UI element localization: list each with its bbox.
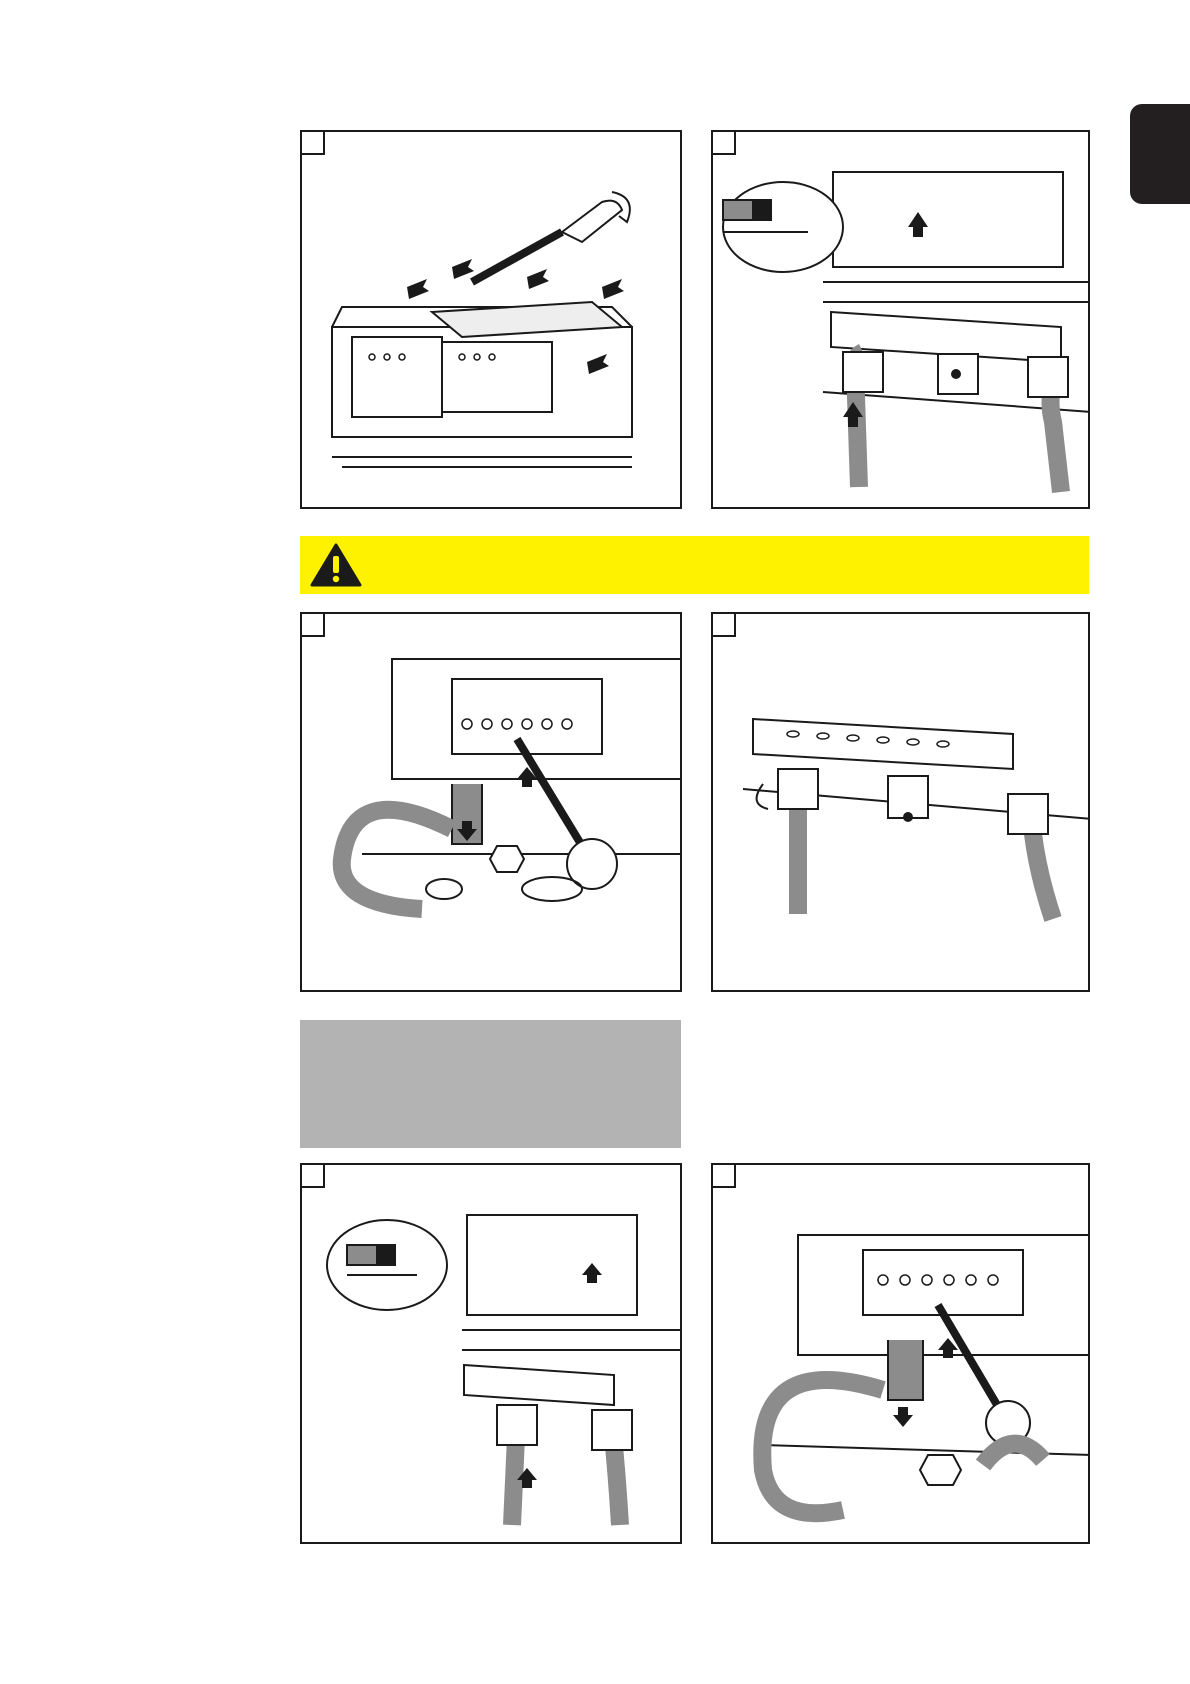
warning-triangle-icon: [310, 543, 362, 587]
step-2-illustration: [711, 130, 1090, 509]
cable-strip-drawing: [713, 132, 1090, 509]
cover-removal-drawing: [302, 132, 682, 509]
step-1-illustration: [300, 130, 682, 509]
step-4-illustration: [711, 612, 1090, 992]
gland-tightening-drawing: [713, 614, 1090, 992]
ring-terminal-drawing: [302, 614, 682, 992]
note-box: [300, 1020, 681, 1148]
cable-strip-drawing-alt: [302, 1165, 682, 1544]
step-6-illustration: [711, 1163, 1090, 1544]
warning-bar: [300, 536, 1089, 594]
step-5-illustration: [300, 1163, 682, 1544]
ring-terminal-drawing-alt: [713, 1165, 1090, 1544]
step-3-illustration: [300, 612, 682, 992]
language-tab: [1130, 104, 1190, 204]
